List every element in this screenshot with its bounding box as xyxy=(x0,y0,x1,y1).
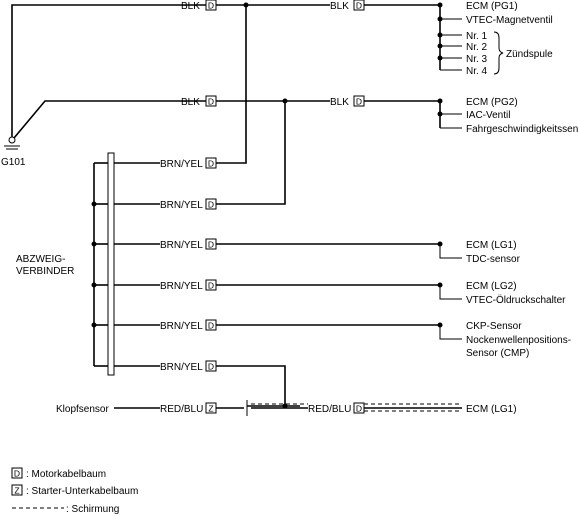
svg-text:BRN/YEL: BRN/YEL xyxy=(160,240,203,251)
dest-ecm-lg2: ECM (LG2) xyxy=(466,281,517,292)
dest-vtec-oeldruckschalter: VTEC-Öldruckschalter xyxy=(466,294,566,306)
riser-to-blk-upper xyxy=(216,5,247,164)
ground-label: G101 xyxy=(1,157,26,168)
connector-d-code: D xyxy=(356,97,362,107)
wire-label-blk-1: BLK xyxy=(181,1,200,12)
svg-text:BRN/YEL: BRN/YEL xyxy=(160,159,203,170)
connector-d-code: D xyxy=(208,97,214,107)
brn-yel-row-1: BRN/YEL D xyxy=(114,157,217,170)
brn-yel-row-6: BRN/YEL D xyxy=(114,360,288,409)
legend-z-box xyxy=(11,484,23,496)
splice-connector-bar xyxy=(107,152,115,376)
wire-label-red-blu-1: RED/BLU xyxy=(160,404,203,415)
svg-text:D: D xyxy=(208,281,214,291)
connector-d-code: D xyxy=(356,1,362,11)
dest-cmp-line1: Nockenwellenpositions- xyxy=(466,335,571,346)
legend-z-code: Z xyxy=(14,486,19,496)
brn-yel-row-3: BRN/YEL D xyxy=(114,238,462,259)
legend-engine-harness: : Motorkabelbaum xyxy=(26,469,106,480)
svg-text:D: D xyxy=(208,240,214,250)
connector-d-code: D xyxy=(356,404,362,414)
riser-to-blk-lower xyxy=(216,101,286,205)
dest-ecm-pg2: ECM (PG2) xyxy=(466,97,518,108)
wire-label-red-blu-2: RED/BLU xyxy=(308,404,351,415)
legend-starter-sub-harness: : Starter-Unterkabelbaum xyxy=(26,486,138,497)
dest-coil-3: Nr. 3 xyxy=(466,54,488,65)
svg-text:D: D xyxy=(208,159,214,169)
legend-shield: : Schirmung xyxy=(66,504,119,515)
brn-yel-row-5: BRN/YEL D xyxy=(114,319,462,340)
coil-brace xyxy=(493,31,504,75)
wire-label-blk-2: BLK xyxy=(330,1,349,12)
dest-zuendspule: Zündspule xyxy=(506,49,553,60)
brn-yel-row-2: BRN/YEL D xyxy=(114,198,217,211)
wire-label-blk-4: BLK xyxy=(330,97,349,108)
ground-wire-lower xyxy=(13,100,207,139)
svg-text:D: D xyxy=(208,362,214,372)
dest-ecm-lg1: ECM (LG1) xyxy=(466,240,517,251)
dest-vtec-magnetventil: VTEC-Magnetventil xyxy=(466,15,553,26)
ground-symbol-icon xyxy=(4,136,20,150)
svg-text:D: D xyxy=(208,321,214,331)
legend-d-code: D xyxy=(14,469,20,479)
dest-coil-1: Nr. 1 xyxy=(466,31,488,42)
knock-sensor-label: Klopfsensor xyxy=(56,404,109,415)
connector-d-code: D xyxy=(208,1,214,11)
dest-ckp-sensor: CKP-Sensor xyxy=(466,321,522,332)
junction-dot xyxy=(437,98,443,104)
dest-iac-ventil: IAC-Ventil xyxy=(466,110,510,121)
svg-text:BRN/YEL: BRN/YEL xyxy=(160,321,203,332)
svg-text:BRN/YEL: BRN/YEL xyxy=(160,281,203,292)
brn-yel-row-4: BRN/YEL D xyxy=(114,279,462,300)
splice-left-stubs xyxy=(91,162,108,367)
dest-fahrgeschwindigkeitssensor: Fahrgeschwindigkeitssensor xyxy=(466,124,578,135)
dest-coil-4: Nr. 4 xyxy=(466,66,488,77)
dest-cmp-line2: Sensor (CMP) xyxy=(466,348,529,359)
dest-tdc-sensor: TDC-sensor xyxy=(466,254,521,265)
dest-coil-2: Nr. 2 xyxy=(466,42,488,53)
connector-z-code: Z xyxy=(208,404,213,414)
svg-text:BRN/YEL: BRN/YEL xyxy=(160,200,203,211)
wire-label-blk-3: BLK xyxy=(181,97,200,108)
dest-ecm-lg1-knock: ECM (LG1) xyxy=(466,404,517,415)
splice-label-line2: VERBINDER xyxy=(16,266,74,277)
splice-label-line1: ABZWEIG- xyxy=(16,254,65,265)
svg-text:BRN/YEL: BRN/YEL xyxy=(160,362,203,373)
ground-wire-upper xyxy=(11,4,207,138)
dest-ecm-pg1: ECM (PG1) xyxy=(466,1,518,12)
legend-d-box xyxy=(11,467,23,479)
svg-text:D: D xyxy=(208,200,214,210)
